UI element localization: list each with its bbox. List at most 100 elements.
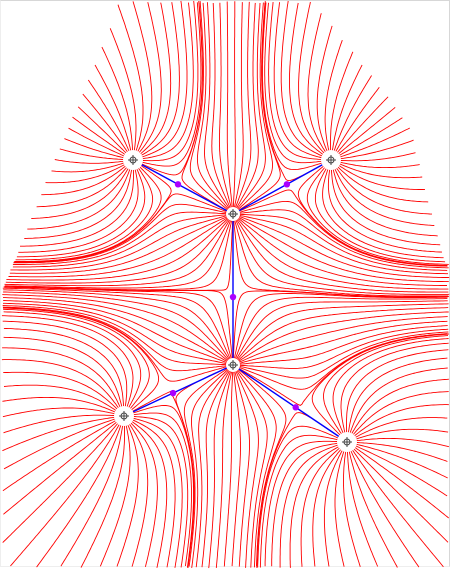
field-line [175,367,228,568]
field-line [195,369,230,568]
field-line [15,164,154,261]
atom-bottom-right [337,432,357,452]
field-line [3,289,231,361]
field-line [8,216,229,278]
field-line [343,447,361,567]
field-line [2,306,228,372]
field-line [333,87,380,156]
field-line [234,1,252,209]
field-line [234,296,448,360]
atom-lower-center [226,358,240,372]
field-line [332,338,449,437]
field-line [45,162,128,184]
field-line [80,422,125,568]
field-line [336,117,403,158]
field-line [340,342,449,437]
field-line [41,163,129,196]
field-line [323,335,449,438]
field-line [238,328,449,369]
field-line [264,440,342,567]
field-line [235,2,259,210]
field-line [259,434,342,568]
field-line [94,64,133,155]
bond-midpoint [229,293,237,301]
field-line [31,164,131,219]
field-line [233,2,244,209]
field-line [3,300,228,364]
field-line [238,200,448,267]
field-line [138,2,194,160]
field-line [289,444,342,568]
field-line [352,443,448,497]
field-line [234,219,449,297]
field-line [256,412,343,568]
field-line [334,164,433,215]
field-line [352,441,448,462]
field-line [128,419,168,568]
field-line [238,331,449,379]
field-line [3,419,120,515]
field-line [223,370,234,567]
field-line [235,369,268,568]
atom-bottom-left [114,406,134,426]
field-line [2,396,119,415]
field-line [306,164,449,265]
field-line [36,164,130,208]
field-line [237,2,281,212]
field-line [236,2,266,210]
field-line [129,416,183,568]
field-line [336,139,414,160]
field-line [233,293,448,360]
atom-upper-center [226,207,240,221]
atom-markers [114,150,357,452]
atom-top-left [123,150,143,170]
field-line [16,165,146,258]
field-line [59,148,128,161]
field-line [311,333,449,439]
field-line [14,163,162,262]
field-line [3,384,120,413]
field-line [10,215,228,271]
field-line [300,445,343,567]
field-line [238,215,450,279]
field-line [20,166,134,247]
field-line [352,437,450,448]
field-line [351,404,449,439]
field-line [5,218,230,284]
bond-midpoint [174,181,182,188]
field-line [2,294,229,362]
field-line [60,421,124,567]
field-line [312,446,344,567]
field-line [238,214,448,275]
field-line [350,446,444,568]
field-line [334,163,429,203]
field-line [335,163,426,190]
field-line [323,446,345,567]
field-line [6,217,229,281]
field-line [314,164,446,263]
field-line [4,219,232,289]
field-line [2,347,123,411]
field-line [352,442,448,479]
field-line [316,25,333,155]
field-line [336,161,423,179]
field-line [1,315,134,411]
field-line [2,307,160,413]
field-line [5,286,233,360]
field-line [3,308,150,412]
field-line [331,64,363,155]
atom-top-right [321,150,341,170]
field-line [12,214,228,268]
field-line [117,4,144,155]
field-line [18,165,139,253]
field-line [237,2,273,211]
field-line [3,291,230,361]
bond-lines [123,159,348,443]
field-line [109,28,137,155]
field-line [204,2,231,210]
field-line [4,218,231,287]
field-line [346,447,379,567]
field-line [138,0,188,159]
field-line [238,213,448,271]
